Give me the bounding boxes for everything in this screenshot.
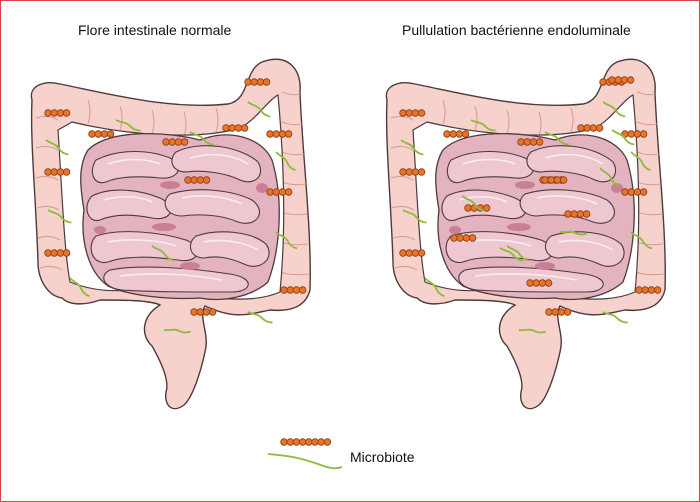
legend-bacteria-chain-icon xyxy=(280,438,332,446)
microbiota-filament-icon xyxy=(424,277,445,298)
bacteria-chain-icon xyxy=(266,130,293,138)
microbiota-filament-icon xyxy=(115,119,141,132)
bacteria-chain-icon xyxy=(635,286,662,294)
bacteria-chain-icon xyxy=(399,249,426,257)
bacteria-chain-icon xyxy=(280,286,307,294)
microbiota-filament-icon xyxy=(163,328,192,334)
microbiota-filament-icon xyxy=(599,167,620,188)
microbiota-filament-icon xyxy=(518,328,547,334)
legend-bacteria-chain-icon xyxy=(280,438,332,446)
bacteria-chain-icon xyxy=(450,234,477,242)
intestine-normal xyxy=(30,58,312,410)
bacteria-chain-icon xyxy=(88,130,115,138)
microbiota-filament-icon xyxy=(275,151,296,172)
bacteria-chain-icon xyxy=(44,109,71,117)
legend-label-microbiota: Microbiote xyxy=(350,449,415,465)
microbiota-filament-icon xyxy=(151,245,175,262)
bacteria-chain-icon xyxy=(621,188,648,196)
bacteria-chain-icon xyxy=(222,124,249,132)
microbiota-filament-icon xyxy=(275,231,298,250)
microbiota-layer xyxy=(45,101,653,334)
microbiota-filament-icon xyxy=(630,231,653,250)
microbiota-filament-icon xyxy=(47,209,72,224)
legend-microbiota-filament-icon xyxy=(267,453,343,470)
bacteria-layer xyxy=(44,76,662,316)
microbiota-filament-icon xyxy=(506,245,530,262)
microbiota-filament-icon xyxy=(247,101,271,118)
bacteria-chain-icon xyxy=(184,176,211,184)
bacteria-chain-icon xyxy=(44,168,71,176)
microbiota-filament-icon xyxy=(69,277,90,298)
microbiota-filament-icon xyxy=(189,131,214,146)
bacteria-chain-icon xyxy=(608,76,635,84)
microbiota-filament-icon xyxy=(602,101,626,118)
bacteria-chain-icon xyxy=(545,308,572,316)
microbiota-filament-icon xyxy=(461,195,485,212)
bacteria-chain-icon xyxy=(399,168,426,176)
bacteria-chain-icon xyxy=(44,249,71,257)
microbiota-filament-icon xyxy=(247,311,273,324)
panel-title-overgrowth: Pullulation bactérienne endoluminale xyxy=(402,22,631,38)
microbiota-filament-icon xyxy=(402,209,427,224)
microbiota-filament-icon xyxy=(630,151,651,172)
intestine-overgrowth xyxy=(385,58,667,410)
microbiota-filament-icon xyxy=(470,119,496,132)
bacteria-chain-icon xyxy=(244,78,271,86)
microbiota-filament-icon xyxy=(611,129,635,146)
bacteria-chain-icon xyxy=(399,109,426,117)
bacteria-chain-icon xyxy=(564,210,591,218)
bacteria-chain-icon xyxy=(190,308,217,316)
bacteria-chain-icon xyxy=(443,130,470,138)
microbiota-filament-icon xyxy=(544,131,569,146)
bacteria-chain-icon xyxy=(577,124,604,132)
bacteria-chain-icon xyxy=(517,138,544,146)
bacteria-chain-icon xyxy=(162,138,189,146)
microbiota-filament-icon xyxy=(559,230,588,236)
microbiota-filament-icon xyxy=(602,311,628,324)
microbiota-filament-icon xyxy=(45,139,69,156)
microbiota-filament-icon xyxy=(499,247,524,262)
microbiota-filament-icon xyxy=(400,139,424,156)
bacteria-chain-icon xyxy=(266,188,293,196)
bacteria-chain-icon xyxy=(541,176,568,184)
bacteria-chain-icon xyxy=(621,130,648,138)
panel-title-normal: Flore intestinale normale xyxy=(78,22,232,38)
bacteria-chain-icon xyxy=(526,279,553,287)
